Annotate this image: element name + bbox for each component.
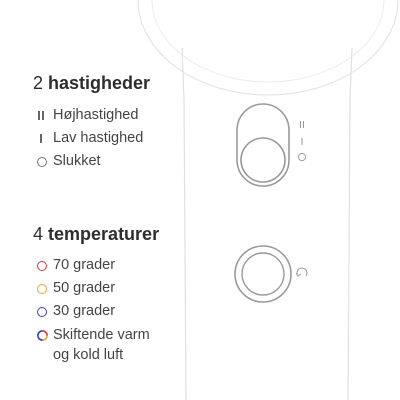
temperature-button[interactable]	[234, 245, 292, 303]
temperature-item-label-line1: Skiftende varm	[53, 327, 150, 343]
temperature-item-70: 70 grader	[37, 254, 150, 277]
speeds-heading-number: 2	[33, 73, 44, 93]
temperature-item-30: 30 grader	[37, 300, 150, 323]
speed-item-label: Lav hastighed	[53, 130, 144, 146]
cycle-icon	[295, 267, 308, 277]
speed-list: Højhastighed Lav hastighed Slukket	[37, 104, 143, 173]
hot-cold-circle-icon	[37, 330, 48, 341]
device-head-outline	[137, 0, 399, 96]
temperature-item-label: 30 grader	[53, 303, 116, 319]
device-handle-left-edge	[181, 47, 187, 400]
speed-switch-marks	[297, 121, 307, 162]
temperature-item-label: 50 grader	[53, 280, 116, 296]
temperature-item-label: 70 grader	[53, 257, 116, 273]
double-bar-icon	[37, 111, 46, 120]
speeds-heading: 2 hastigheder	[33, 73, 150, 94]
speed-item-off: Slukket	[37, 150, 143, 173]
temperature-item-alternating: Skiftende varm og kold luft	[37, 325, 150, 365]
single-bar-icon	[37, 134, 46, 143]
speed-item-label: Højhastighed	[53, 107, 139, 123]
red-circle-icon	[37, 261, 47, 271]
device-handle-right-edge	[347, 47, 353, 400]
temperatures-heading: 4 temperaturer	[33, 224, 159, 245]
speeds-heading-word: hastigheder	[48, 73, 151, 93]
temperatures-heading-word: temperaturer	[48, 224, 160, 244]
device-head-inner-outline	[151, 0, 385, 83]
temperature-item-label-line2: og kold luft	[53, 347, 124, 363]
mark-off-circle	[297, 152, 307, 162]
speed-switch[interactable]	[236, 103, 290, 187]
temperature-list: 70 grader 50 grader 30 grader Skiftende …	[37, 254, 150, 365]
circle-off-icon	[37, 157, 47, 167]
blue-circle-icon	[37, 307, 47, 317]
orange-circle-icon	[37, 284, 47, 294]
speed-item-label: Slukket	[53, 153, 101, 169]
temperature-item-50: 50 grader	[37, 277, 150, 300]
speed-item-low: Lav hastighed	[37, 127, 143, 150]
temperatures-heading-number: 4	[33, 224, 44, 244]
speed-item-high: Højhastighed	[37, 104, 143, 127]
